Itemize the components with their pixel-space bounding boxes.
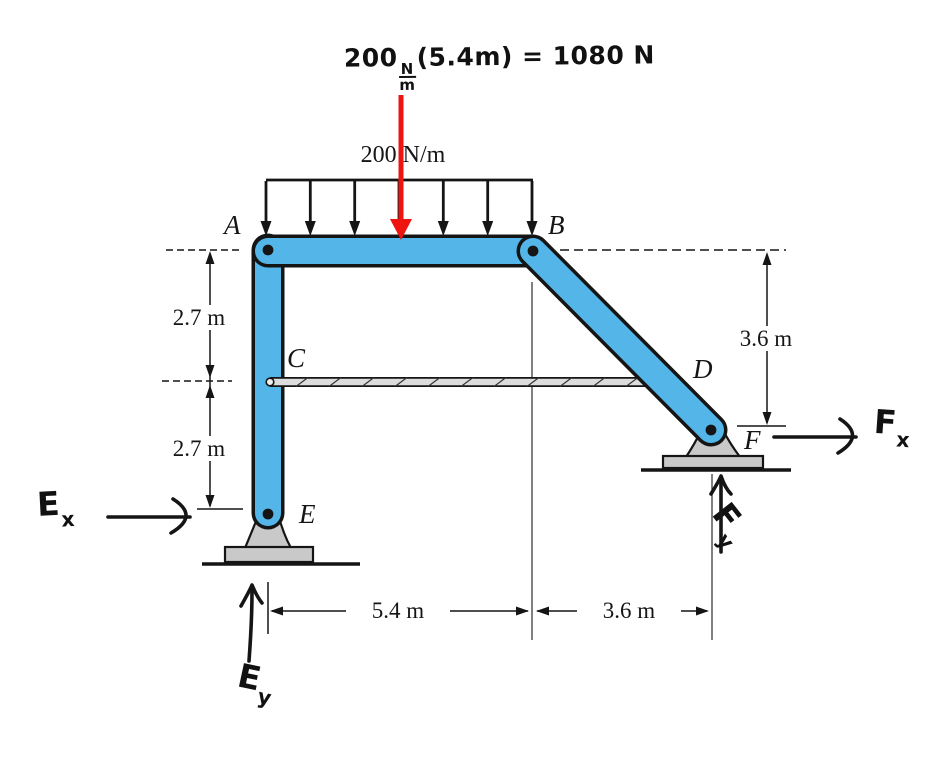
ey-reaction-arrow xyxy=(239,583,264,663)
support-base-plate xyxy=(223,545,315,564)
dim-arrow-right xyxy=(516,606,529,616)
ex-reaction-arrow xyxy=(106,497,192,535)
pin-e xyxy=(262,508,274,520)
dim-arrow-left xyxy=(270,606,283,616)
pin-a xyxy=(262,244,274,256)
dim-arrow-down xyxy=(205,365,215,378)
pin-f xyxy=(705,424,717,436)
arrow-shaft xyxy=(247,589,254,663)
link-cd-member xyxy=(265,377,651,387)
dim-arrow-down xyxy=(205,495,215,508)
member-fill xyxy=(520,238,724,443)
arrow-head xyxy=(169,497,188,535)
dim-arrow-down xyxy=(762,412,772,425)
dim-arrow-up xyxy=(205,251,215,264)
arrow-head xyxy=(239,583,264,608)
support-base-plate xyxy=(661,454,765,470)
fy-reaction-arrow xyxy=(709,474,733,554)
diagonal-bf-member xyxy=(516,234,728,447)
dim-arrow-left xyxy=(536,606,549,616)
dim-arrow-up xyxy=(205,385,215,398)
dim-arrow-right xyxy=(696,606,709,616)
dim-arrow-up xyxy=(762,252,772,265)
arrow-head xyxy=(709,474,733,496)
pin-b xyxy=(527,245,539,257)
pin-c xyxy=(265,377,275,387)
red-arrow-head xyxy=(390,219,412,240)
link-hatching xyxy=(295,377,639,387)
resultant-force-arrow xyxy=(390,95,412,240)
dimension-left-vertical xyxy=(205,251,215,508)
fx-reaction-arrow xyxy=(772,417,858,455)
arrow-head xyxy=(836,417,855,455)
